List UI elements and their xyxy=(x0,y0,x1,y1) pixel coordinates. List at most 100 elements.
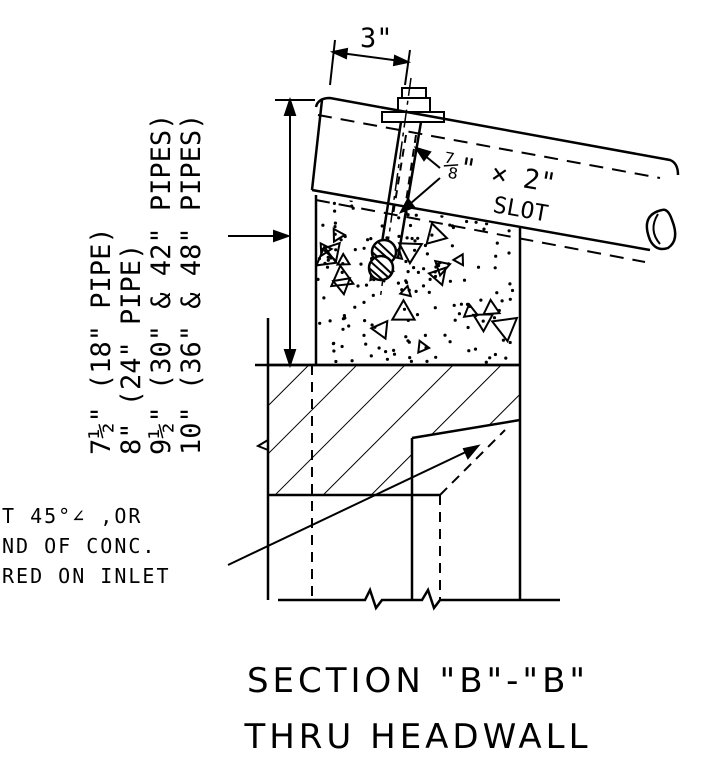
concrete-dot xyxy=(404,279,408,283)
wall-tick xyxy=(255,439,269,451)
concrete-dot xyxy=(423,333,427,337)
concrete-dot xyxy=(369,354,373,358)
concrete-dot xyxy=(410,236,414,241)
concrete-dot xyxy=(349,198,353,203)
height-line-3: 9½" (30" & 42" PIPES) xyxy=(146,114,177,455)
height-line-4: 10" (36" & 48" PIPES) xyxy=(176,114,207,455)
aggregate-triangle xyxy=(425,221,449,246)
concrete-dot xyxy=(462,278,467,282)
concrete-dot xyxy=(340,270,344,274)
concrete-dot xyxy=(404,259,408,264)
height-line-2: 8" (24" PIPE) xyxy=(116,244,147,455)
concrete-dot xyxy=(370,323,374,327)
concrete-dot xyxy=(504,356,508,360)
concrete-dot xyxy=(322,296,326,300)
concrete-dot xyxy=(467,349,471,353)
concrete-dot xyxy=(493,266,497,270)
height-dimension xyxy=(228,96,315,369)
concrete-dot xyxy=(508,340,512,345)
aggregate-triangle xyxy=(369,319,389,341)
concrete-dot xyxy=(434,355,438,359)
aggregate-triangle xyxy=(427,266,447,287)
concrete-dot xyxy=(450,244,454,248)
concrete-dot xyxy=(363,319,367,323)
height-line-1: 7½" (18" PIPE) xyxy=(86,227,117,455)
height-notes: 7½" (18" PIPE) 8" (24" PIPE) 9½" (30" & … xyxy=(86,114,207,455)
aggregate-triangle xyxy=(320,241,342,263)
concrete-dot xyxy=(510,288,515,293)
concrete-dot xyxy=(428,277,432,281)
section-title: SECTION "B"-"B" xyxy=(247,661,589,701)
concrete-dot xyxy=(405,236,409,240)
concrete-dot xyxy=(339,238,343,242)
concrete-dot xyxy=(334,248,338,252)
concrete-dot xyxy=(333,225,337,229)
aggregate-triangle xyxy=(481,297,502,316)
concrete-dot xyxy=(332,349,336,353)
aggregate-triangle xyxy=(490,316,519,344)
concrete-fill xyxy=(316,198,519,364)
aggregate-triangle xyxy=(335,251,352,266)
concrete-dot xyxy=(377,346,381,350)
concrete-dot xyxy=(362,300,366,304)
concrete-dot xyxy=(343,316,347,320)
concrete-dot xyxy=(364,342,368,346)
concrete-dot xyxy=(402,307,407,311)
concrete-dot xyxy=(340,344,344,349)
aggregate-triangle xyxy=(397,242,424,266)
concrete-dot xyxy=(416,270,420,274)
note-line-2: ND OF CONC. xyxy=(2,534,156,558)
concrete-dot xyxy=(406,339,410,343)
concrete-dot xyxy=(406,270,410,274)
concrete-dot xyxy=(484,360,488,364)
aggregate-triangle xyxy=(332,227,347,244)
concrete-dot xyxy=(425,359,429,363)
concrete-dot xyxy=(427,290,431,294)
aggregate-triangle xyxy=(398,283,413,298)
concrete-dot xyxy=(366,238,370,242)
concrete-dot xyxy=(486,203,490,207)
concrete-dot xyxy=(453,318,457,322)
concrete-dot xyxy=(479,298,483,302)
concrete-dot xyxy=(353,248,357,252)
concrete-dot xyxy=(476,265,481,269)
concrete-dot xyxy=(495,241,499,245)
concrete-dot xyxy=(492,316,497,320)
concrete-dot xyxy=(508,282,512,286)
concrete-dot xyxy=(448,279,452,283)
concrete-dot xyxy=(331,342,335,346)
concrete-dot xyxy=(465,219,469,224)
concrete-dot xyxy=(481,319,485,323)
concrete-dot xyxy=(416,236,420,240)
concrete-dot xyxy=(408,223,413,228)
concrete-dot xyxy=(459,302,463,306)
concrete-dot xyxy=(415,313,420,317)
hidden-lines xyxy=(311,365,506,600)
concrete-dot xyxy=(326,255,330,259)
concrete-dot xyxy=(397,234,401,238)
concrete-dot xyxy=(425,252,429,256)
aggregate-triangle xyxy=(462,302,480,319)
concrete-dot xyxy=(325,265,330,269)
concrete-dot xyxy=(495,291,499,295)
dim-bolt-spacing xyxy=(329,39,412,86)
aggregate-triangle xyxy=(390,298,417,321)
concrete-dot xyxy=(380,224,384,228)
concrete-dot xyxy=(409,359,413,363)
aggregate-triangle xyxy=(417,338,432,355)
concrete-dot xyxy=(427,202,431,206)
note-line-1: T 45°∠ ,OR xyxy=(2,504,142,528)
concrete-dot xyxy=(316,277,320,281)
pipe xyxy=(310,96,680,263)
concrete-dot xyxy=(507,251,511,255)
concrete-dot xyxy=(353,305,357,309)
headwall-outline xyxy=(255,195,560,611)
concrete-dot xyxy=(321,223,325,227)
concrete-dot xyxy=(466,325,470,330)
section-subtitle: THRU HEADWALL xyxy=(243,717,591,757)
slot-leader xyxy=(398,146,441,214)
concrete-dot xyxy=(318,321,322,325)
concrete-dot xyxy=(385,357,389,361)
concrete-dot xyxy=(440,214,444,218)
concrete-dot xyxy=(482,227,486,231)
